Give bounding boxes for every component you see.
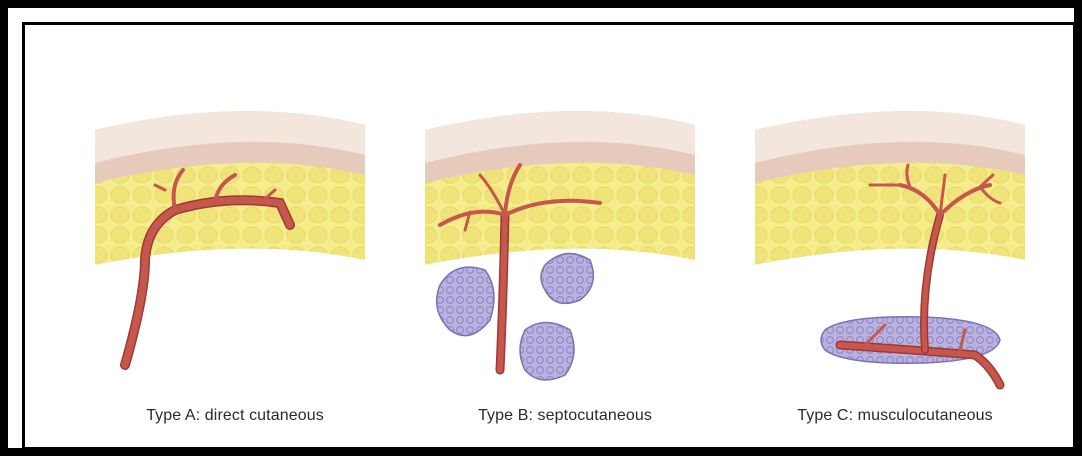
muscle-cluster bbox=[520, 323, 574, 380]
type-a-illustration bbox=[65, 25, 405, 405]
caption-type-b: Type B: septocutaneous bbox=[395, 407, 735, 425]
muscle-cluster bbox=[437, 267, 494, 335]
panel-type-b: Type B: septocutaneous bbox=[395, 25, 735, 453]
inner-frame: Type A: direct cutaneous bbox=[22, 22, 1076, 450]
type-c-illustration bbox=[725, 25, 1065, 405]
type-b-illustration bbox=[395, 25, 735, 405]
panel-type-a: Type A: direct cutaneous bbox=[65, 25, 405, 453]
caption-type-c: Type C: musculocutaneous bbox=[725, 407, 1065, 425]
panel-type-c: Type C: musculocutaneous bbox=[725, 25, 1065, 453]
muscle-cluster bbox=[541, 254, 593, 304]
caption-type-a: Type A: direct cutaneous bbox=[65, 407, 405, 425]
